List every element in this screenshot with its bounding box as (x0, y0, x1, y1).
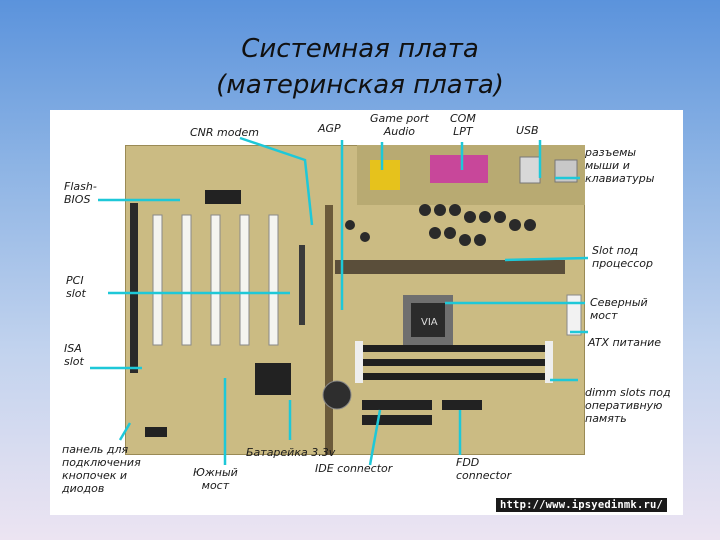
dimm-slot-2 (360, 359, 545, 366)
bios-chip (205, 190, 241, 204)
cnr-line (239, 136, 314, 226)
source-url[interactable]: http://www.ipsyedinmk.ru/ (496, 498, 668, 512)
ide-connector-2 (362, 415, 432, 425)
label-ide: IDE connector (315, 462, 393, 475)
motherboard-diagram: VIA (50, 110, 683, 515)
agp-slot (325, 205, 333, 455)
front-panel-header (145, 427, 167, 437)
ide-line (368, 409, 382, 466)
label-battery: Батарейка 3.3v (246, 446, 336, 459)
isa-slot-shape (130, 203, 138, 373)
label-usb: USB (516, 124, 539, 137)
cpu-slot (335, 260, 565, 274)
pci-slot-2 (181, 214, 192, 346)
cpu-line (504, 256, 589, 262)
label-flash-bios: Flash-BIOS (64, 180, 97, 206)
ide-connector-1 (362, 400, 432, 410)
southbridge-chip (255, 363, 291, 395)
atx-connector (566, 294, 582, 336)
pci-slot-5 (268, 214, 279, 346)
battery-shape (322, 380, 352, 410)
pci-slot-1 (152, 214, 163, 346)
label-cnr: CNR modem (190, 126, 259, 139)
pci-slot-4 (239, 214, 250, 346)
svg-text:VIA: VIA (421, 317, 438, 328)
page-title-line1: Системная плата (241, 34, 479, 64)
panel-line (118, 422, 132, 441)
motherboard-image: VIA (125, 145, 585, 455)
pci-slot-3 (210, 214, 221, 346)
lpt-connector (430, 155, 488, 183)
cnr-slot (299, 245, 305, 325)
callout-lines (90, 136, 589, 466)
page-title-line2: (материнская плата) (216, 70, 504, 100)
ps2-connector (554, 159, 578, 183)
label-atx: ATX питание (588, 336, 662, 349)
gameport-connector (370, 160, 400, 190)
dimm-slot-3 (360, 373, 545, 380)
label-agp: AGP (318, 122, 341, 135)
dimm-slot-1 (360, 345, 545, 352)
fdd-connector-shape (442, 400, 482, 410)
